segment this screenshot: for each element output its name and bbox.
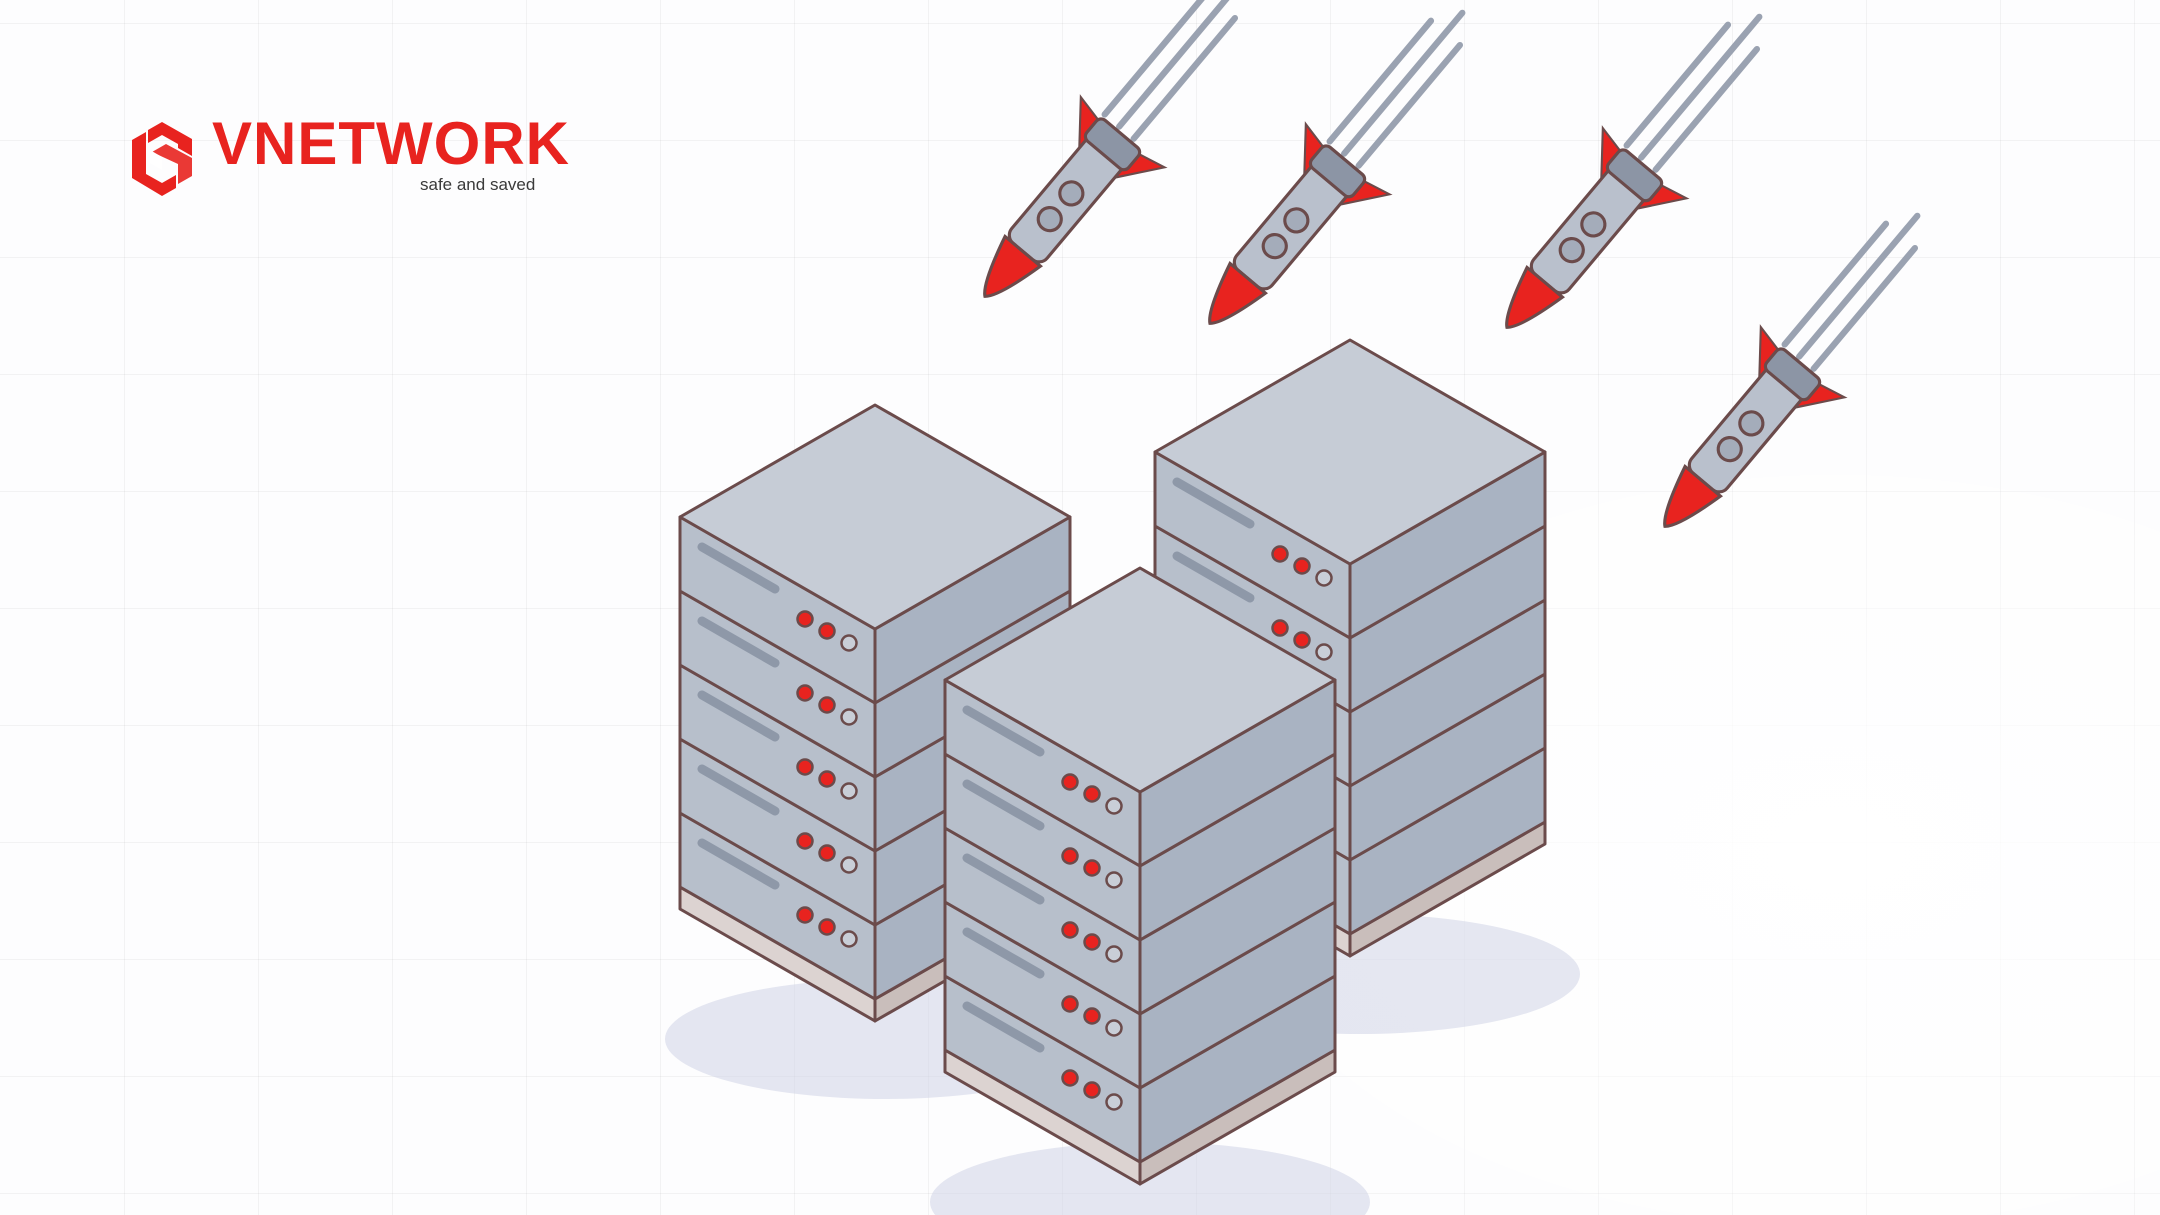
brand-logo: VNETWORK safe and saved: [126, 114, 569, 196]
server-unit: [678, 403, 1072, 705]
server-stack-front: [930, 566, 1370, 1215]
rocket-4: [1663, 212, 1921, 528]
brand-name: VNETWORK: [212, 110, 570, 177]
rocket-1: [983, 0, 1241, 298]
vnetwork-cube-icon: [132, 122, 192, 196]
rocket-2: [1208, 9, 1466, 325]
rocket-3: [1505, 13, 1763, 329]
server-unit: [943, 566, 1337, 868]
server-unit: [1153, 338, 1547, 640]
brand-tagline: safe and saved: [420, 175, 536, 194]
server-unit: [943, 974, 1337, 1164]
